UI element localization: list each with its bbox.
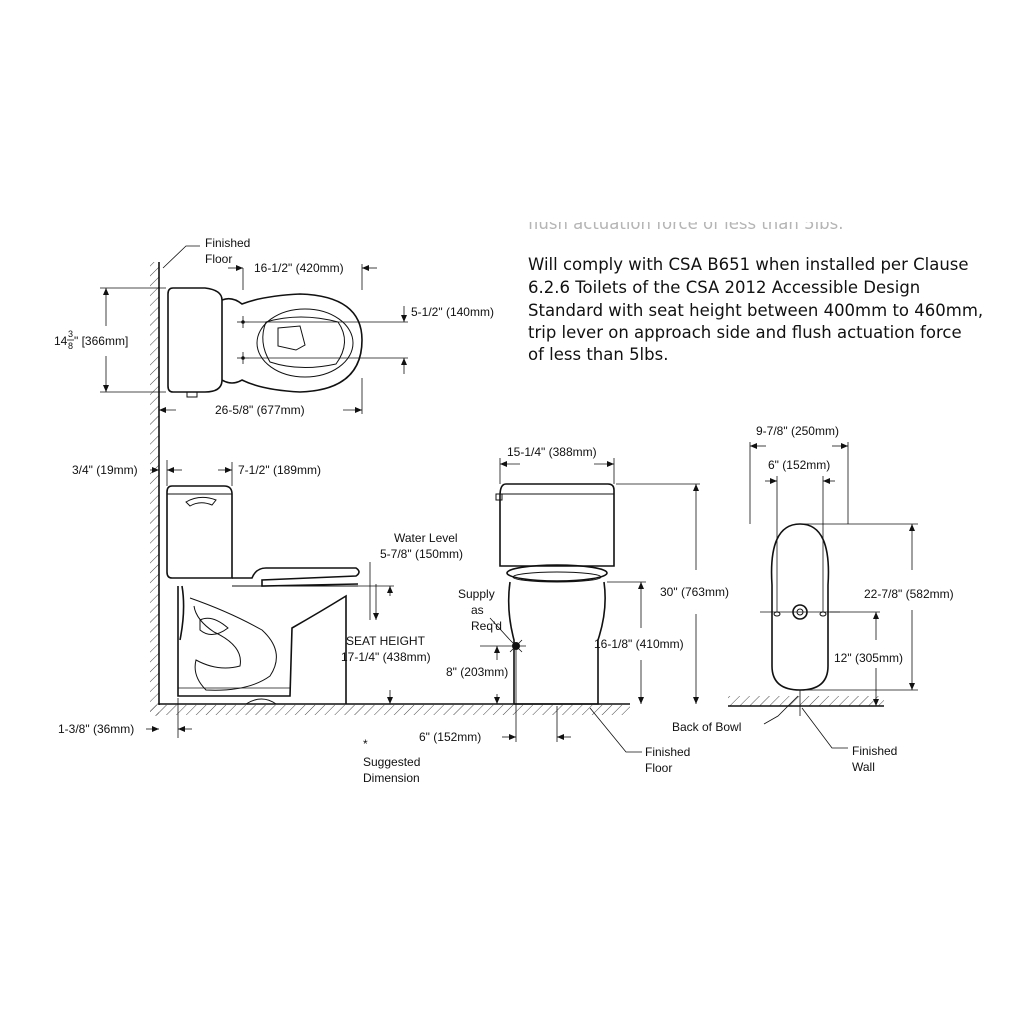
top-view: Finished Floor 16-1/2" (420mm) 5-1/2" (1… xyxy=(54,236,494,417)
top-depth-whole: 14 xyxy=(54,334,68,348)
seat-height-value: 17-1/4" (438mm) xyxy=(341,650,431,664)
back-of-bowl-leader xyxy=(763,695,799,725)
side-tank-depth: 7-1/2" (189mm) xyxy=(238,463,321,477)
side-view: 3/4" (19mm) 7-1/2" (189mm) Water Level 5… xyxy=(58,460,630,785)
top-finished-floor-line1: Finished xyxy=(205,236,250,250)
top-depth-rest: " [366mm] xyxy=(74,334,128,348)
front-finished-floor-line2: Floor xyxy=(645,761,672,775)
top-tank-outline xyxy=(167,287,223,393)
finished-wall-leader xyxy=(801,707,848,749)
note-line-2: 6.2.6 Toilets of the CSA 2012 Accessible… xyxy=(528,278,920,297)
front-pedestal xyxy=(507,581,606,705)
water-level-value: 5-7/8" (150mm) xyxy=(380,547,463,561)
floor-plan-view: 9-7/8" (250mm) 6" (152mm) 22-7/8" (582mm… xyxy=(672,424,954,774)
suggested-line1: Suggested xyxy=(363,755,420,769)
seat-height-label: SEAT HEIGHT xyxy=(346,634,426,648)
top-overall-length: 26-5/8" (677mm) xyxy=(215,403,305,417)
finished-floor-leader xyxy=(162,245,200,269)
front-overall-height: 30" (763mm) xyxy=(660,585,729,599)
top-depth-denominator: 8 xyxy=(68,341,73,351)
top-finished-floor-line2: Floor xyxy=(205,252,232,266)
supply-line2: as xyxy=(471,603,484,617)
side-seat-lid xyxy=(232,567,360,587)
top-bolt-spacing: 5-1/2" (140mm) xyxy=(411,305,494,319)
supply-line1: Supply xyxy=(458,587,495,601)
suggested-line2: Dimension xyxy=(363,771,420,785)
back-of-bowl-label: Back of Bowl xyxy=(672,720,741,734)
side-tank xyxy=(166,485,233,579)
supply-offset: 6" (152mm) xyxy=(419,730,481,744)
top-bowl-length: 16-1/2" (420mm) xyxy=(254,261,344,275)
compliance-note: flush actuation force of less than 5lbs.… xyxy=(528,214,983,364)
plan-bowl-outline xyxy=(770,523,830,691)
water-level-label: Water Level xyxy=(394,531,458,545)
finished-wall-left xyxy=(150,262,160,716)
front-tank-width: 15-1/4" (388mm) xyxy=(507,445,597,459)
faint-cutoff-line: flush actuation force of less than 5lbs. xyxy=(528,214,843,233)
top-bowl-outline xyxy=(221,293,363,393)
note-line-1: Will comply with CSA B651 when installed… xyxy=(528,255,969,274)
plan-bolt-spread: 6" (152mm) xyxy=(768,458,830,472)
side-base-offset: 1-3/8" (36mm) xyxy=(58,722,134,736)
plan-finished-wall-line2: Wall xyxy=(852,760,875,774)
plan-wall-hatch xyxy=(728,696,884,706)
front-rim-height: 16-1/8" (410mm) xyxy=(594,637,684,651)
note-line-3: Standard with seat height between 400mm … xyxy=(528,301,983,320)
plan-bowl-width: 9-7/8" (250mm) xyxy=(756,424,839,438)
front-tank xyxy=(499,483,615,567)
plan-bowl-length: 22-7/8" (582mm) xyxy=(864,587,954,601)
suggested-asterisk: * xyxy=(363,737,368,751)
side-bowl-body xyxy=(177,585,347,704)
front-finished-floor-line1: Finished xyxy=(645,745,690,759)
note-line-4: trip lever on approach side and flush ac… xyxy=(528,323,962,342)
front-floor-leader xyxy=(589,707,642,753)
side-floor-hatch xyxy=(150,705,630,715)
plan-rough-in: 12" (305mm) xyxy=(834,651,903,665)
top-depth-numerator: 3 xyxy=(68,329,73,339)
supply-height: 8" (203mm) xyxy=(446,665,508,679)
front-seat xyxy=(506,564,608,582)
plan-finished-wall-line1: Finished xyxy=(852,744,897,758)
side-wall-gap: 3/4" (19mm) xyxy=(72,463,138,477)
front-view: Supply as Req'd 8" (203mm) 6" (152mm) 15… xyxy=(419,445,729,775)
top-lever xyxy=(186,391,198,398)
note-line-5: of less than 5lbs. xyxy=(528,345,668,364)
